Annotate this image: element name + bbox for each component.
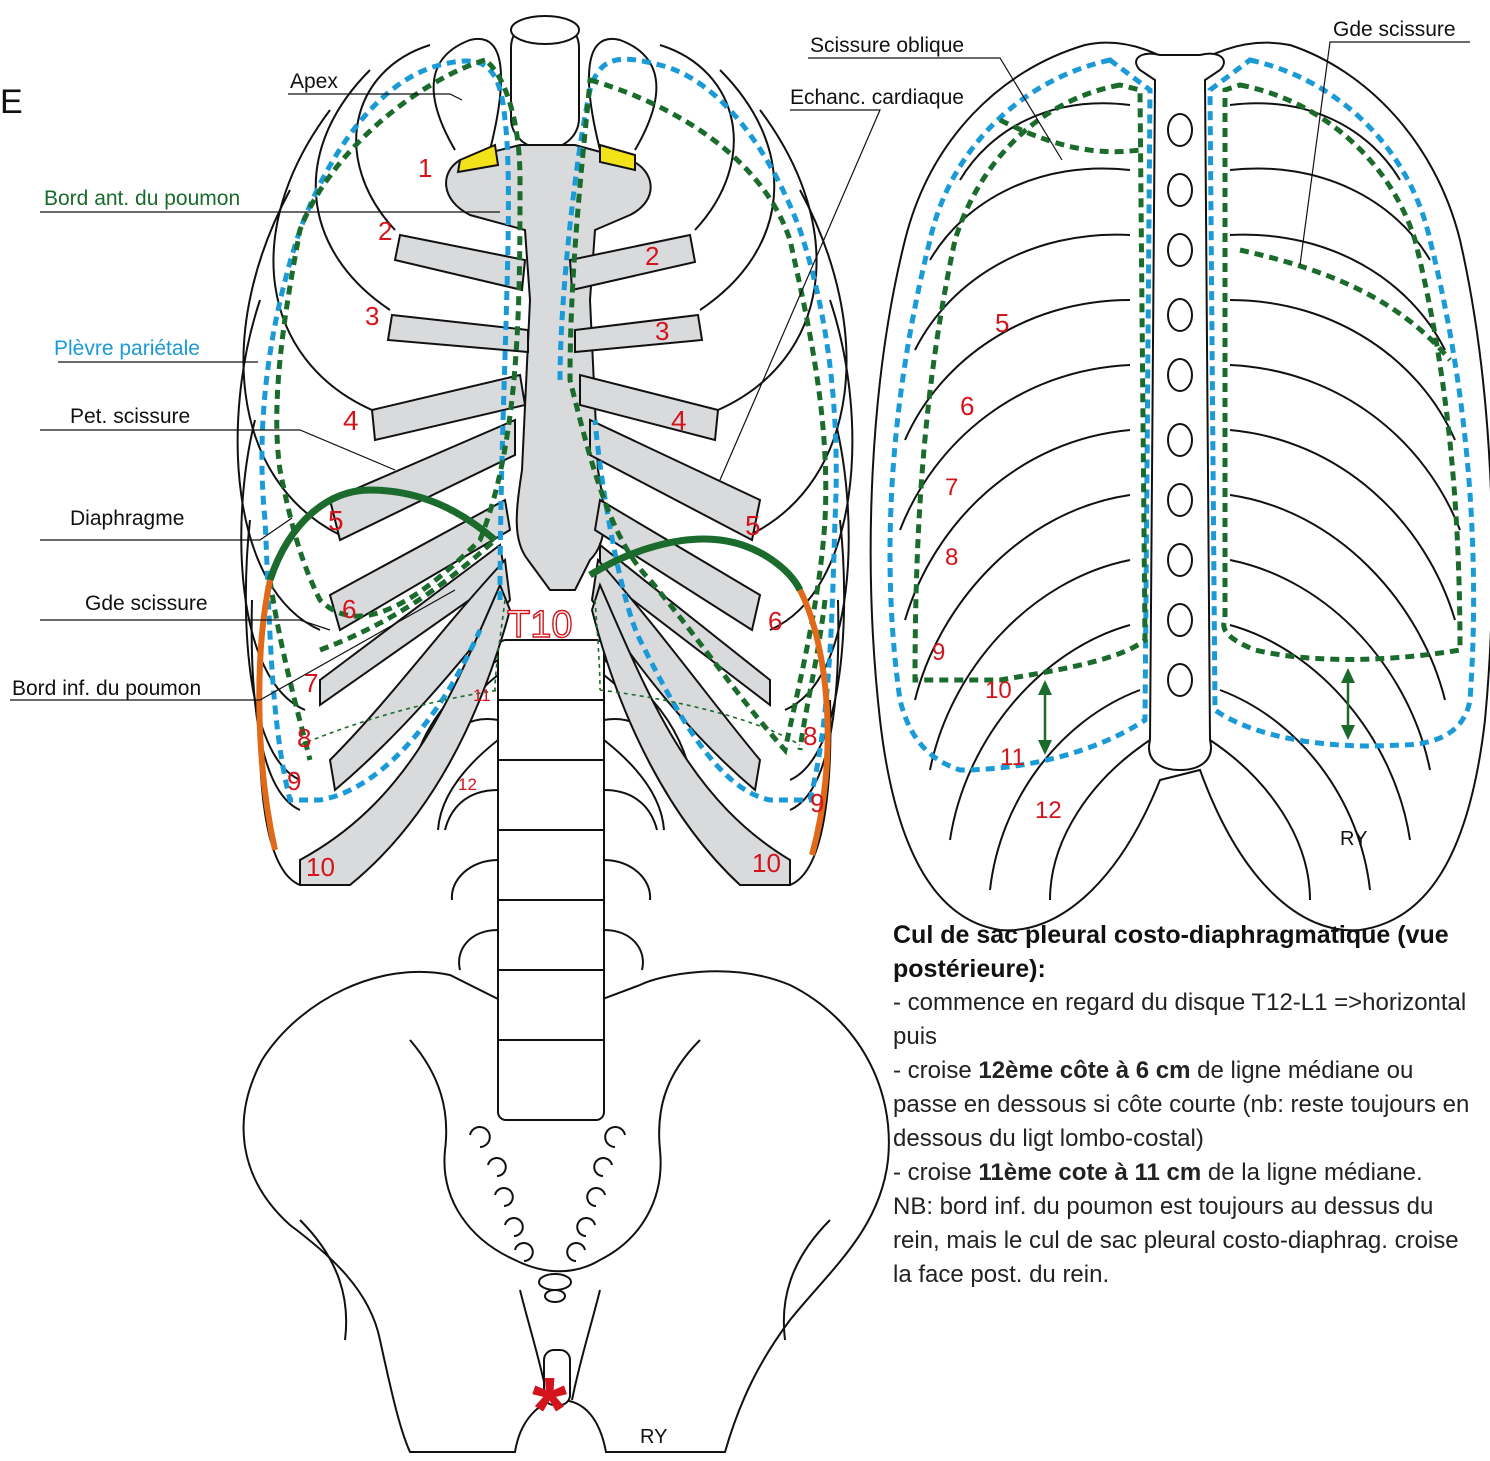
rib-number: 2	[645, 241, 659, 271]
note-text: - croise	[893, 1057, 978, 1084]
note-line-3: - croise 11ème cote à 11 cm de la ligne …	[893, 1156, 1483, 1190]
rib-number: 6	[960, 391, 974, 421]
rib-number: 12	[458, 775, 477, 794]
rib-number: 6	[342, 594, 356, 624]
t10-label: T10	[507, 604, 572, 646]
rib-number: 10	[306, 852, 335, 882]
note-line-4: NB: bord inf. du poumon est toujours au …	[893, 1190, 1483, 1292]
back-view: 5 6 7 8 9 10 11 12 RY	[808, 42, 1490, 930]
rib-number: 9	[287, 766, 301, 796]
rib-number: 7	[945, 474, 958, 501]
rib-number: 8	[803, 721, 817, 751]
rib-number: 8	[297, 723, 311, 753]
rib-number: 5	[328, 505, 344, 536]
author-initials: RY	[640, 1426, 667, 1448]
explanation-note: Cul de sac pleural costo-diaphragmatique…	[893, 918, 1483, 1292]
rib-number: 5	[745, 510, 761, 541]
rib-number: 1	[418, 153, 432, 183]
stray-glyph: E	[0, 84, 23, 120]
note-title: Cul de sac pleural costo-diaphragmatique…	[893, 918, 1483, 986]
rib-number: 9	[810, 788, 824, 818]
label-bord-ant: Bord ant. du poumon	[44, 187, 240, 211]
note-line-1: - commence en regard du disque T12-L1 =>…	[893, 986, 1483, 1054]
label-echanc-cardiaque: Echanc. cardiaque	[790, 86, 964, 110]
author-initials-back: RY	[1340, 828, 1367, 850]
rib-number: 11	[473, 686, 491, 705]
rib-number: 11	[1000, 744, 1025, 771]
label-pet-scissure: Pet. scissure	[70, 405, 190, 429]
label-apex: Apex	[290, 70, 338, 94]
note-bold: 11ème cote à 11 cm	[978, 1159, 1201, 1186]
rib-number: 3	[655, 316, 669, 346]
rib-number: 12	[1035, 797, 1062, 824]
rib-number: 3	[365, 301, 379, 331]
rib-number: 9	[932, 639, 945, 666]
rib-number: 4	[343, 405, 359, 436]
label-diaphragme: Diaphragme	[70, 507, 184, 531]
rib-number: 10	[985, 677, 1012, 704]
rib-number: 8	[945, 544, 958, 571]
rib-number: 6	[768, 606, 782, 636]
front-view: 1 2 3 4 5 6 7 8 9 10 2 3 4 5 6 8 9 10 11…	[10, 16, 889, 1460]
note-bold: 12ème côte à 6 cm	[978, 1057, 1190, 1084]
rib-number: 5	[995, 308, 1009, 338]
note-text: - croise	[893, 1159, 978, 1186]
asterisk-mark: *	[532, 1360, 567, 1460]
rib-number: 10	[752, 848, 781, 878]
label-scissure-oblique: Scissure oblique	[810, 34, 964, 58]
label-plevre: Plèvre pariétale	[54, 337, 200, 361]
rib-number: 7	[304, 668, 318, 698]
label-bord-inf: Bord inf. du poumon	[12, 677, 201, 701]
rib-number: 2	[378, 216, 392, 246]
note-line-2: - croise 12ème côte à 6 cm de ligne médi…	[893, 1054, 1483, 1156]
label-gde-scissure-left: Gde scissure	[85, 592, 208, 616]
note-text: de la ligne médiane.	[1201, 1159, 1422, 1186]
label-gde-scissure-right: Gde scissure	[1333, 18, 1456, 42]
rib-number: 4	[671, 405, 687, 436]
